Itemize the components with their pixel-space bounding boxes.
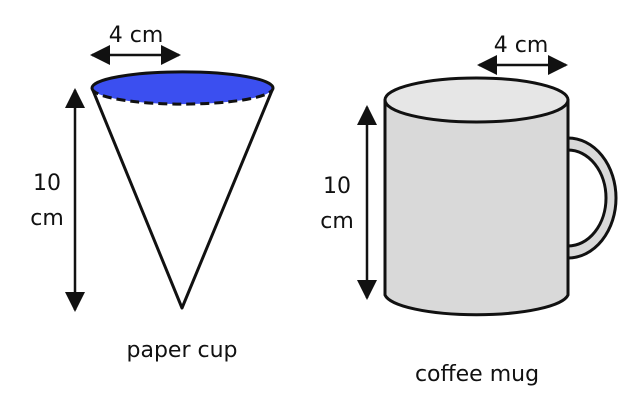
- mug-height-value: 10: [323, 174, 351, 199]
- mug-body: [383, 98, 570, 317]
- cup-height-value: 10: [33, 171, 61, 196]
- cup-height-unit: cm: [30, 206, 64, 231]
- mug-top-ellipse: [383, 76, 570, 124]
- paper-cup-figure: [90, 70, 275, 310]
- mug-caption: coffee mug: [415, 362, 539, 387]
- coffee-mug-figure: [383, 76, 618, 317]
- cone-body: [90, 87, 275, 310]
- cone-top-back-edge: [90, 70, 275, 89]
- cone-top-ellipse: [92, 71, 273, 105]
- mug-handle: [566, 136, 618, 260]
- cup-caption: paper cup: [127, 338, 238, 363]
- cup-diameter-label: 4 cm: [109, 23, 164, 48]
- mug-height-unit: cm: [320, 209, 354, 234]
- cone-top-front-dashed-edge: [90, 87, 275, 106]
- mug-radius-label: 4 cm: [494, 33, 549, 58]
